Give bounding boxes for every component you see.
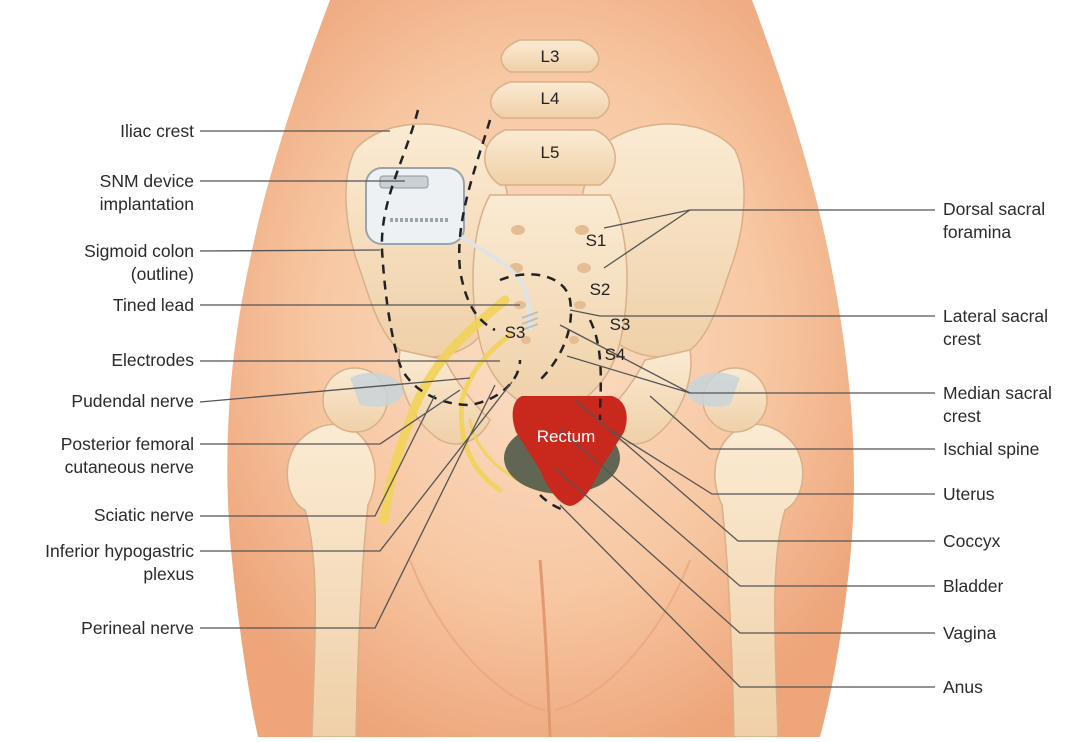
label-tined-lead: Tined lead — [113, 294, 194, 317]
vertebra-label-l3: L3 — [541, 47, 560, 66]
label-snm-device-implantation: SNM device implantation — [100, 170, 194, 216]
label-lateral-sacral-crest: Lateral sacral crest — [943, 305, 1048, 351]
label-pudendal-nerve: Pudendal nerve — [71, 390, 194, 413]
sacral-label-s3: S3 — [610, 315, 631, 334]
label-anus: Anus — [943, 676, 983, 699]
label-vagina: Vagina — [943, 622, 996, 645]
snm-device-graphic — [366, 168, 464, 244]
sacral-label-s4: S4 — [605, 345, 626, 364]
label-sigmoid-colon-outline: Sigmoid colon (outline) — [84, 240, 194, 286]
label-dorsal-sacral-foramina: Dorsal sacral foramina — [943, 198, 1045, 244]
label-electrodes: Electrodes — [111, 349, 194, 372]
label-perineal-nerve: Perineal nerve — [81, 617, 194, 640]
label-inferior-hypogastric-plexus: Inferior hypogastric plexus — [45, 540, 194, 586]
label-iliac-crest: Iliac crest — [120, 120, 194, 143]
vertebra-label-l5: L5 — [541, 143, 560, 162]
vertebra-label-l4: L4 — [541, 89, 560, 108]
label-ischial-spine: Ischial spine — [943, 438, 1039, 461]
sacral-label-s1: S1 — [586, 231, 607, 250]
label-coccyx: Coccyx — [943, 530, 1000, 553]
label-uterus: Uterus — [943, 483, 995, 506]
lead-level-label: S3 — [505, 323, 526, 342]
rectum-label: Rectum — [537, 427, 596, 446]
label-median-sacral-crest: Median sacral crest — [943, 382, 1052, 428]
label-bladder: Bladder — [943, 575, 1003, 598]
label-sciatic-nerve: Sciatic nerve — [94, 504, 194, 527]
label-posterior-femoral-cutaneous-nerve: Posterior femoral cutaneous nerve — [61, 433, 194, 479]
sacral-label-s2: S2 — [590, 280, 611, 299]
